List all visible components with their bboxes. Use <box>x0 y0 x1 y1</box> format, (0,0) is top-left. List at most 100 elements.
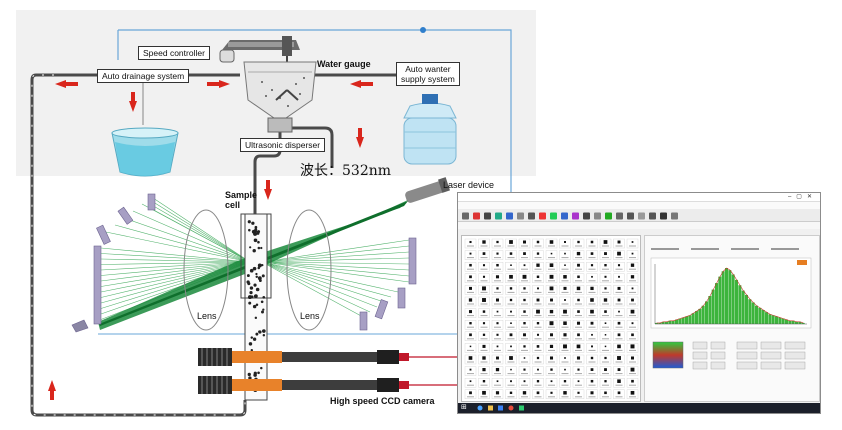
grid-caption <box>467 338 474 340</box>
grid-caption <box>629 280 636 282</box>
grid-particle <box>563 344 567 349</box>
grid-particle <box>510 380 512 383</box>
sample-cell <box>240 213 272 401</box>
window-titlebar: –▢✕ <box>458 193 820 202</box>
window-controls: –▢✕ <box>787 194 817 200</box>
histogram-bar <box>695 311 698 324</box>
grid-cell <box>572 238 585 249</box>
particle <box>252 337 257 341</box>
scatter-line <box>149 199 251 263</box>
grid-particle <box>617 251 621 256</box>
particle <box>255 303 259 306</box>
grid-caption <box>494 373 501 375</box>
grid-cell <box>505 285 517 295</box>
panel-button <box>784 341 806 350</box>
grid-cell <box>626 296 639 307</box>
grid-particle <box>523 310 526 313</box>
auto-water-supply-line2: supply system <box>401 74 455 84</box>
particle <box>247 282 251 286</box>
grid-caption <box>494 396 501 398</box>
grid-particle <box>523 368 526 371</box>
arrow-down-cell <box>264 180 272 200</box>
grid-caption <box>575 291 582 293</box>
grid-cell <box>613 262 625 272</box>
particle <box>254 316 258 320</box>
grid-caption <box>521 291 528 293</box>
grid-cell <box>464 377 477 388</box>
grid-cell <box>599 308 612 318</box>
arrow-left-1 <box>55 80 78 88</box>
grid-caption <box>575 338 582 340</box>
grid-caption <box>561 326 569 328</box>
grid-cell <box>586 238 598 249</box>
grid-caption <box>548 384 555 386</box>
grid-particle <box>590 240 594 244</box>
grid-particle <box>604 368 607 372</box>
grid-particle <box>523 252 526 255</box>
grid-particle <box>564 241 566 243</box>
ccd-camera-2 <box>198 376 409 394</box>
grid-caption <box>602 396 609 398</box>
grid-particle <box>590 321 594 325</box>
panel-button <box>760 361 782 370</box>
grid-particle <box>550 252 553 255</box>
grid-caption <box>507 384 515 386</box>
grid-caption <box>467 326 474 328</box>
grid-particle <box>482 367 486 372</box>
grid-caption <box>534 373 542 375</box>
grid-cell <box>545 331 558 342</box>
grid-particle <box>469 333 472 337</box>
grid-particle <box>469 240 472 244</box>
grid-particle <box>550 368 553 371</box>
grid-caption <box>521 326 528 328</box>
grid-caption <box>548 291 555 293</box>
analysis-panel-svg <box>650 248 812 370</box>
particle <box>261 274 265 278</box>
grid-cell <box>586 331 598 342</box>
histogram-bar <box>735 279 738 324</box>
grid-particle <box>523 333 526 337</box>
grid-caption <box>602 303 609 305</box>
grid-caption <box>588 338 596 340</box>
toolbar-icons <box>462 212 678 220</box>
grid-particle <box>564 368 566 371</box>
particle <box>252 304 257 309</box>
grid-caption <box>561 338 569 340</box>
grid-caption <box>521 245 528 247</box>
lens-right <box>286 209 332 331</box>
histogram-bar <box>765 312 768 324</box>
scatter-line <box>261 257 410 263</box>
grid-caption <box>480 326 488 328</box>
grid-cell <box>599 331 612 342</box>
panel-button <box>692 351 708 360</box>
grid-cell <box>505 319 517 330</box>
histogram-bar <box>721 271 725 324</box>
toolbar-icon <box>528 212 535 220</box>
grid-particle <box>604 356 607 360</box>
grid-particle <box>495 367 500 372</box>
grid-cell <box>491 250 504 260</box>
grid-cell <box>491 308 504 318</box>
grid-cell <box>505 389 517 400</box>
grid-cell <box>518 308 531 318</box>
grid-caption <box>561 373 569 375</box>
grid-cell <box>491 319 504 330</box>
grid-caption <box>534 384 542 386</box>
grid-particle <box>617 286 621 290</box>
histogram-bar <box>711 289 715 324</box>
toolbar-icon <box>539 212 546 220</box>
grid-particle <box>537 368 539 371</box>
grid-particle <box>618 275 620 278</box>
grid-cell <box>586 354 598 365</box>
mixing-tank <box>243 61 317 133</box>
grid-cell <box>464 319 477 330</box>
grid-particle <box>577 391 580 394</box>
scatter-line <box>261 261 399 293</box>
grid-particle <box>630 309 635 314</box>
histogram-curve <box>656 267 804 324</box>
grid-cell <box>464 389 477 400</box>
particle <box>247 295 252 300</box>
grid-caption <box>480 268 488 270</box>
ccd-camera-1 <box>198 348 409 366</box>
grid-caption <box>521 338 528 340</box>
